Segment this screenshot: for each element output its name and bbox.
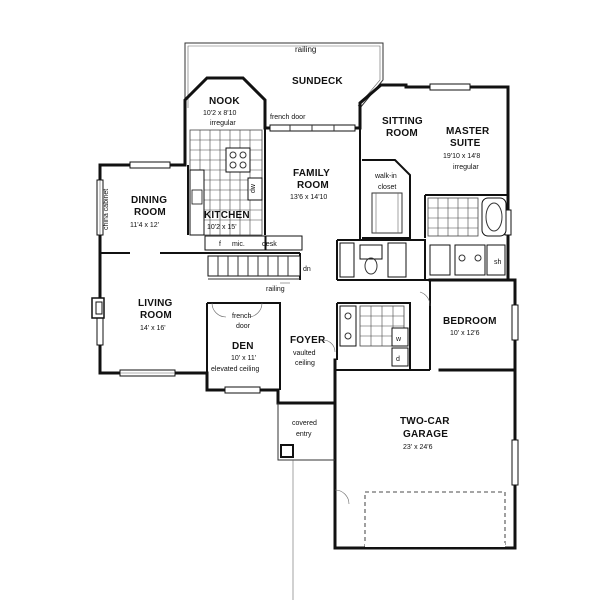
den-french-label-2: door bbox=[236, 323, 251, 330]
railing-top-label: railing bbox=[295, 45, 316, 54]
walk-in-label-2: closet bbox=[378, 184, 396, 191]
dryer-label: d bbox=[396, 356, 400, 363]
walk-in-label-1: walk-in bbox=[374, 173, 397, 180]
closet-shelves bbox=[371, 192, 403, 234]
mic-label: mic. bbox=[232, 241, 245, 248]
kitchen-dims: 10'2 x 15' bbox=[207, 224, 237, 231]
den-note: elevated ceiling bbox=[211, 366, 259, 373]
family-room-label-2: ROOM bbox=[297, 180, 329, 191]
master-bath bbox=[427, 197, 507, 276]
covered-entry-label-2: entry bbox=[296, 431, 312, 438]
french-door-nook-label: french door bbox=[270, 114, 306, 121]
den-label: DEN bbox=[232, 341, 254, 352]
living-room-label-1: LIVING bbox=[138, 298, 173, 309]
family-room-label-1: FAMILY bbox=[293, 168, 330, 179]
sitting-room-label-1: SITTING bbox=[382, 116, 423, 127]
china-cabinet-label: china cabinet bbox=[103, 189, 110, 230]
foyer-note-1: vaulted bbox=[293, 350, 316, 357]
fridge-label: f bbox=[219, 241, 221, 248]
master-suite-label-2: SUITE bbox=[450, 138, 481, 149]
stairs-down-label: dn bbox=[303, 266, 311, 273]
dining-room-dims: 11'4 x 12' bbox=[130, 222, 159, 229]
foyer-note-2: ceiling bbox=[295, 360, 315, 367]
bedroom-dims: 10' x 12'6 bbox=[450, 330, 480, 337]
washer-label: w bbox=[395, 336, 402, 343]
garage-label-1: TWO-CAR bbox=[400, 416, 450, 427]
kitchen-label: KITCHEN bbox=[204, 210, 250, 221]
interior-walls bbox=[100, 128, 508, 403]
central-bath bbox=[339, 242, 407, 278]
nook-dims: 10'2 x 8'10 bbox=[203, 110, 237, 117]
door-swings bbox=[211, 282, 431, 505]
desk-label: desk bbox=[262, 241, 277, 248]
living-room-label-2: ROOM bbox=[140, 310, 172, 321]
railing-mid-label: railing bbox=[266, 286, 285, 293]
den-french-label-1: french bbox=[232, 313, 252, 320]
bedroom-label: BEDROOM bbox=[443, 316, 497, 327]
shower-label: sh bbox=[494, 259, 502, 266]
master-suite-label-1: MASTER bbox=[446, 126, 490, 137]
nook-label: NOOK bbox=[209, 96, 240, 107]
living-room-dims: 14' x 16' bbox=[140, 325, 166, 332]
kitchen-counters bbox=[189, 147, 303, 251]
sitting-room-label-2: ROOM bbox=[386, 128, 418, 139]
dining-room-label-2: ROOM bbox=[134, 207, 166, 218]
fireplace-icon bbox=[91, 297, 105, 319]
garage-door bbox=[364, 491, 506, 549]
foyer-label: FOYER bbox=[290, 335, 326, 346]
sundeck-label: SUNDECK bbox=[292, 76, 343, 87]
dining-room-label-1: DINING bbox=[131, 195, 167, 206]
nook-note: irregular bbox=[210, 120, 236, 127]
stairs bbox=[207, 255, 301, 280]
hall-bath-laundry bbox=[339, 305, 409, 367]
master-suite-dims: 19'10 x 14'8 bbox=[443, 153, 480, 160]
garage-dims: 23' x 24'6 bbox=[403, 444, 433, 451]
den-dims: 10' x 11' bbox=[231, 355, 256, 362]
master-suite-note: irregular bbox=[453, 164, 479, 171]
dw-label: dw bbox=[250, 183, 257, 193]
garage-label-2: GARAGE bbox=[403, 429, 448, 440]
covered-entry-porch bbox=[277, 403, 335, 600]
covered-entry-label-1: covered bbox=[292, 420, 317, 427]
family-room-dims: 13'6 x 14'10 bbox=[290, 194, 327, 201]
